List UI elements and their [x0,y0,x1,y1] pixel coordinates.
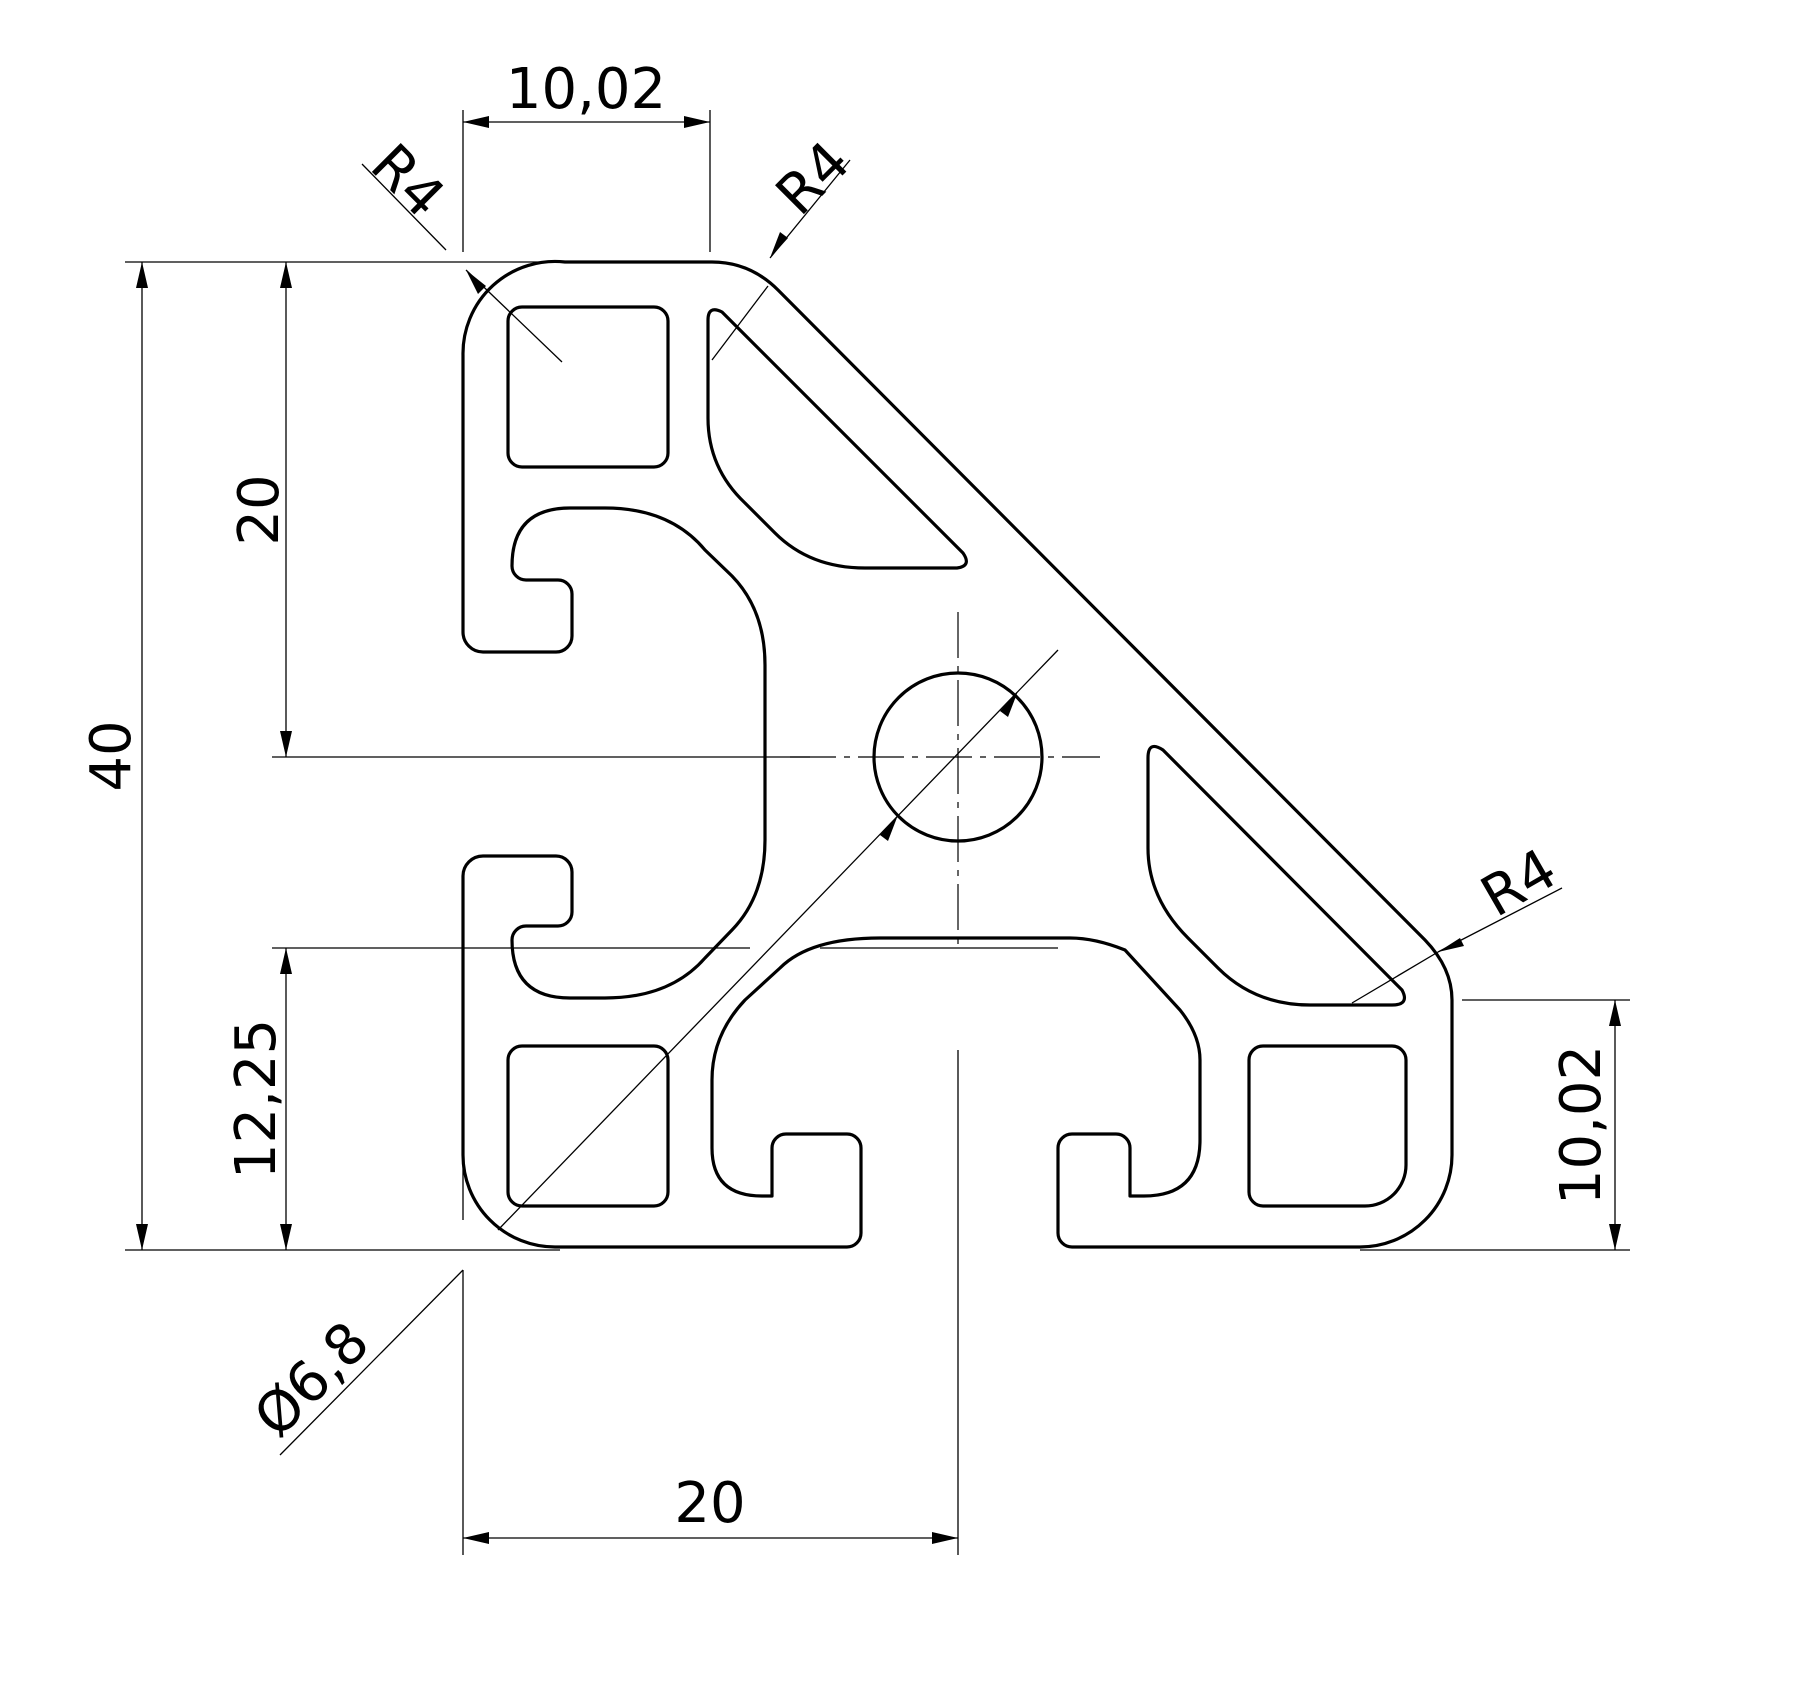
cavity-bottom-left [506,1044,670,1208]
dimension-slot-height: 12,25 [224,948,292,1250]
dimension-half-height: 20 [227,262,292,757]
dimension-right-height: 10,02 [1549,1000,1621,1250]
dimension-half-width: 20 [463,1471,958,1544]
dimension-hole-diameter: Ø6,8 [242,649,1059,1456]
dimension-top-width: 10,02 [463,57,710,128]
extension-lines [125,110,1630,1555]
dim-label-right-height: 10,02 [1549,1045,1614,1205]
dim-label-slot-height: 12,25 [224,1019,289,1179]
dim-label-half-height: 20 [227,474,292,545]
cavity-bottom-right [1247,1044,1408,1208]
profile-outer-contour [461,259,1454,1249]
dim-label-total-height: 40 [79,720,144,791]
cavity-top-left [506,305,670,469]
cavity-top-triangle [706,308,968,570]
dimension-total-height: 40 [79,262,148,1250]
dim-label-top-width: 10,02 [506,57,666,122]
dim-label-radius-top-left: R4 [358,132,457,231]
dim-label-half-width: 20 [674,1471,745,1536]
dim-label-hole-diameter: Ø6,8 [242,1310,382,1450]
cavity-right-triangle [1146,744,1406,1007]
dim-label-radius-right: R4 [1471,837,1568,931]
dimension-radius-top-left: R4 [358,132,563,363]
dimension-radius-right: R4 [1351,837,1568,1004]
dim-label-radius-top-right: R4 [764,129,863,228]
